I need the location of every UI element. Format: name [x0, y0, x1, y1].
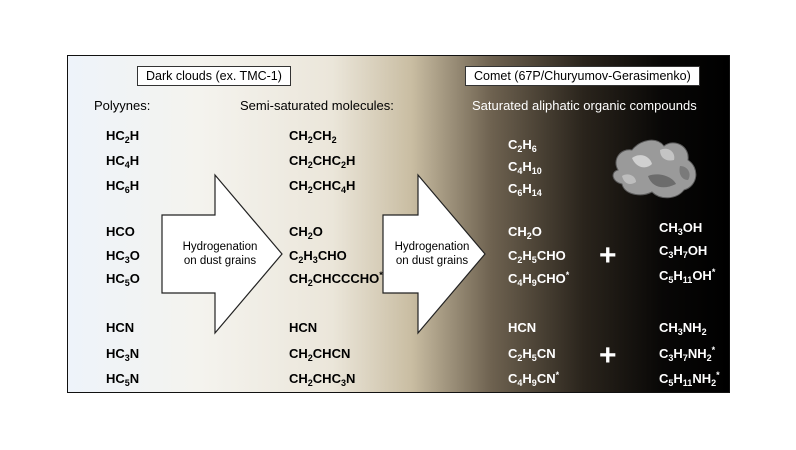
molecule-col4-0: CH3OH — [659, 220, 703, 237]
molecule-col2-2: CH2CHC4H — [289, 178, 356, 195]
molecule-col1-1: HC4H — [106, 153, 140, 170]
molecule-col3-4: C2H5CHO — [508, 248, 566, 265]
molecule-col1-7: HC3N — [106, 346, 140, 363]
comet-box: Comet (67P/Churyumov-Gerasimenko) — [465, 66, 700, 86]
plus-sign-2: + — [599, 339, 617, 372]
molecule-col3-5: C4H9CHO* — [508, 270, 570, 288]
molecule-col4-2: C5H11OH* — [659, 267, 716, 285]
hydrogenation-arrow-1 — [161, 173, 283, 335]
molecule-col4-4: C3H7NH2* — [659, 345, 716, 363]
molecule-col1-8: HC5N — [106, 371, 140, 388]
molecule-col1-2: HC6H — [106, 178, 140, 195]
hydrogenation-arrow-2 — [382, 173, 486, 335]
arrow-1-label: Hydrogenation on dust grains — [166, 240, 274, 268]
arrow-1-line-1: Hydrogenation — [182, 241, 258, 253]
molecule-col2-8: CH2CHC3N — [289, 371, 356, 388]
molecule-col2-1: CH2CHC2H — [289, 153, 356, 170]
molecule-col2-0: CH2CH2 — [289, 128, 337, 145]
comet-image-icon — [612, 139, 697, 199]
arrow-2-label: Hydrogenation on dust grains — [384, 240, 480, 268]
molecule-col1-6: HCN — [106, 320, 135, 335]
molecule-col3-0: C2H6 — [508, 137, 537, 154]
molecule-col4-3: CH3NH2 — [659, 320, 707, 337]
molecule-col2-5: CH2CHCCCHO* — [289, 270, 383, 288]
arrow-1-line-2: on dust grains — [183, 255, 257, 267]
molecule-col3-8: C4H9CN* — [508, 370, 560, 388]
molecule-col3-3: CH2O — [508, 224, 542, 241]
molecule-col3-2: C6H14 — [508, 181, 542, 198]
molecule-col3-1: C4H10 — [508, 159, 542, 176]
molecule-col1-0: HC2H — [106, 128, 140, 145]
molecule-col2-3: CH2O — [289, 224, 323, 241]
polyynes-header: Polyynes: — [94, 98, 151, 113]
plus-sign-1: + — [599, 239, 617, 272]
molecule-col4-1: C3H7OH — [659, 243, 708, 260]
molecule-col1-5: HC5O — [106, 271, 140, 288]
saturated-header: Saturated aliphatic organic compounds — [472, 98, 697, 113]
molecule-col4-5: C5H11NH2* — [659, 370, 720, 388]
molecule-col1-4: HC3O — [106, 248, 140, 265]
molecule-col3-6: HCN — [508, 320, 537, 335]
arrow-2-line-1: Hydrogenation — [394, 241, 470, 253]
molecule-col2-6: HCN — [289, 320, 318, 335]
arrow-2-line-2: on dust grains — [395, 255, 469, 267]
dark-clouds-box: Dark clouds (ex. TMC-1) — [137, 66, 291, 86]
molecule-col2-7: CH2CHCN — [289, 346, 351, 363]
molecule-col1-3: HCO — [106, 224, 135, 239]
semi-saturated-header: Semi-saturated molecules: — [240, 98, 394, 113]
molecule-col2-4: C2H3CHO — [289, 248, 347, 265]
molecule-col3-7: C2H5CN — [508, 346, 556, 363]
